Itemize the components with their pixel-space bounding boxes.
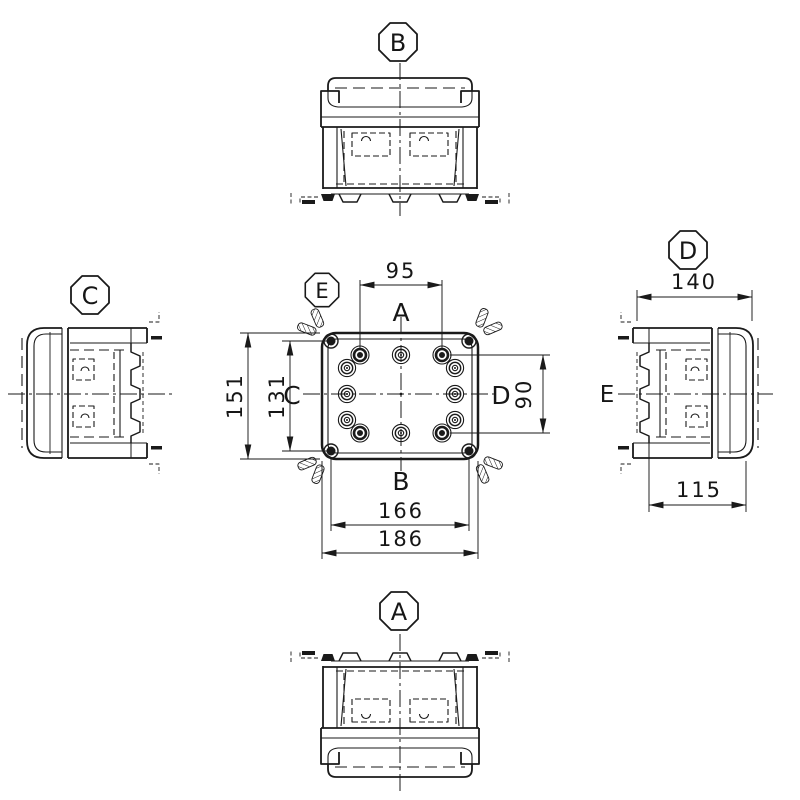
dim-166-extension-lines [330, 458, 470, 531]
knockout-ring-lower-left [337, 410, 357, 430]
plan-edge-label-bottom: B [392, 467, 409, 496]
dim-186-extension-lines [321, 461, 479, 559]
corner-lug-top-left [293, 305, 331, 343]
dim-140-value: 140 [671, 270, 717, 294]
dim-overall-depth-140: 140 [636, 270, 753, 321]
dim-screw-pitch-131: 131 [265, 340, 334, 452]
knockout-ring-mid-left [337, 384, 357, 404]
knockout-ring-upper-left [337, 358, 357, 378]
plan-edge-label-top: A [392, 298, 409, 327]
knockout-ring-upper-right [445, 358, 465, 378]
dim-overall-151: 151 [223, 332, 320, 460]
corner-screw-top-right [461, 333, 477, 349]
dim-90-extension-lines [450, 354, 550, 434]
dim-base-depth-115: 115 [648, 448, 747, 512]
dim-131-value: 131 [265, 373, 289, 419]
view-c: C [8, 275, 172, 475]
knockout-ring-bottom-center [391, 423, 411, 443]
dim-hole-pitch-95: 95 [359, 259, 443, 348]
corner-screw-bottom-right [461, 443, 477, 459]
plan-center-mark [399, 392, 403, 396]
dim-166-value: 166 [378, 499, 424, 523]
dim-overall-186: 186 [321, 461, 479, 559]
view-d: E D 140 115 [600, 230, 773, 512]
knockout-dark-top-left [349, 344, 371, 366]
dim-151-extension-lines [240, 332, 320, 460]
view-d-edge-label-e: E [600, 382, 615, 408]
plan-lid-inner-edge [327, 338, 473, 454]
plan-view: A B C D E 95 90 151 [223, 259, 550, 559]
knockout-dark-bottom-left [349, 422, 371, 444]
dim-90-value: 90 [512, 379, 536, 410]
view-a-octagon-label: A [391, 598, 408, 626]
dim-140-extension-lines [636, 290, 753, 321]
corner-lug-top-right [468, 304, 506, 342]
view-b-octagon: B [378, 22, 418, 62]
view-c-octagon-label: C [82, 282, 99, 310]
box-end-elevation-d [617, 311, 759, 475]
dim-186-value: 186 [378, 527, 424, 551]
dim-95-value: 95 [386, 259, 417, 283]
view-d-octagon: D [668, 230, 708, 270]
plan-e-octagon: E [304, 272, 340, 308]
view-a: A [290, 591, 510, 791]
dim-115-value: 115 [676, 478, 722, 502]
dim-95-extension-lines [359, 280, 443, 348]
box-end-elevation-c [21, 311, 163, 475]
corner-lug-bottom-left [294, 450, 332, 488]
knockout-ring-lower-right [445, 410, 465, 430]
view-d-octagon-label: D [679, 237, 697, 265]
plan-box-outline [320, 331, 480, 461]
view-b-octagon-label: B [390, 29, 406, 57]
knockout-dark-top-right [431, 344, 453, 366]
dim-hole-pitch-90: 90 [450, 354, 550, 434]
knockout-dark-bottom-right [431, 422, 453, 444]
corner-lug-bottom-right [469, 449, 507, 487]
knockout-ring-mid-right [445, 384, 465, 404]
dim-screw-pitch-166: 166 [330, 458, 470, 531]
view-a-octagon: A [379, 591, 419, 631]
view-b: B [290, 22, 510, 216]
plan-edge-label-right: D [491, 381, 510, 410]
dim-151-value: 151 [223, 373, 247, 419]
view-c-octagon: C [70, 275, 110, 315]
plan-e-octagon-label: E [315, 279, 328, 303]
knockout-ring-top-center [391, 345, 411, 365]
